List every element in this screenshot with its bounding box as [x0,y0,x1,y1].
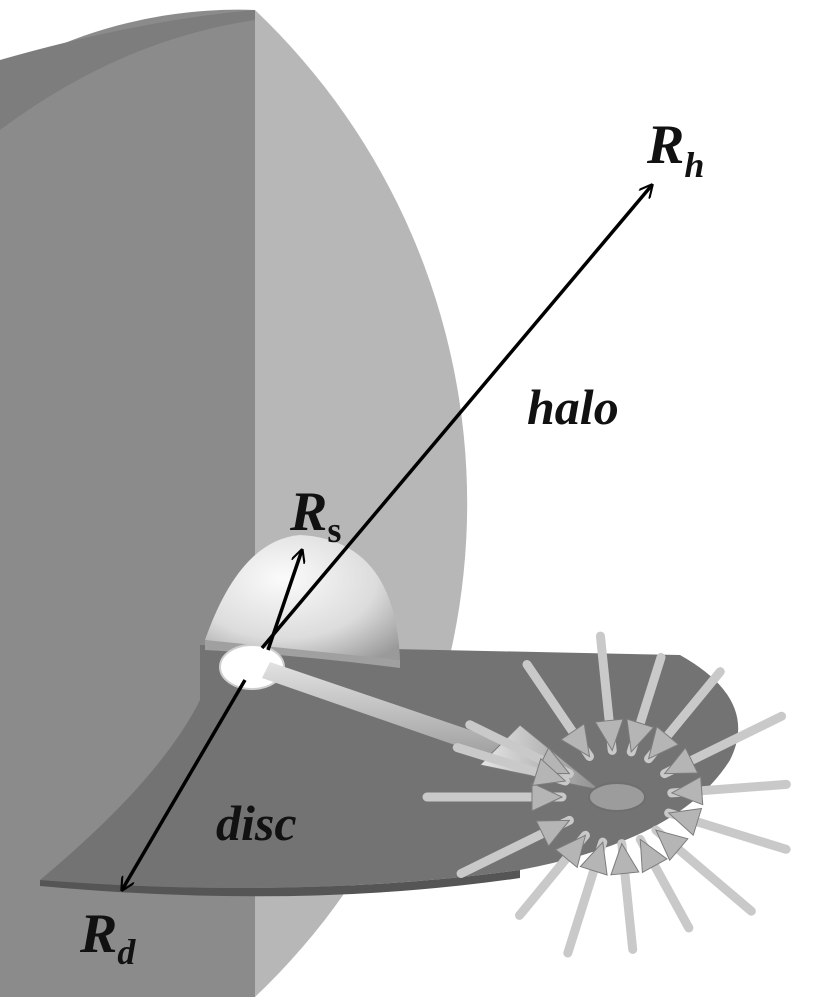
halo-outer-shading [0,10,255,130]
halo-radius-arrow [260,185,652,650]
flow-arrow-head [535,819,571,848]
flow-arrow-head [531,757,567,787]
flow-arrow-head [654,829,689,862]
flow-arrow-head [579,841,608,876]
flow-arrow-head [639,838,668,874]
halo-radius-label: Rh [646,114,704,185]
disc-label: disc [216,795,297,851]
sphere-radius-arrow [266,550,302,651]
disc-radius-label: Rd [79,903,136,972]
flow-arrow-head [626,718,655,753]
flow-arrow-head [647,725,680,760]
flow-arrow-head [594,718,624,752]
disc-shadow-edge [40,870,520,897]
flow-arrow-head [610,842,640,876]
flow-arrow-head [663,746,699,775]
flow-arrow-head [667,807,703,837]
flow-arrow-head [560,722,591,758]
sphere-radius-label: Rs [289,481,341,550]
gas-cloud [588,782,646,812]
converging-flow-arrows [422,631,791,958]
halo-label: halo [527,379,619,435]
disc-radius-arrow [122,679,247,890]
flow-arrow-head [531,782,564,812]
flow-arrow-head [670,775,704,806]
flow-arrow-head [554,834,587,869]
